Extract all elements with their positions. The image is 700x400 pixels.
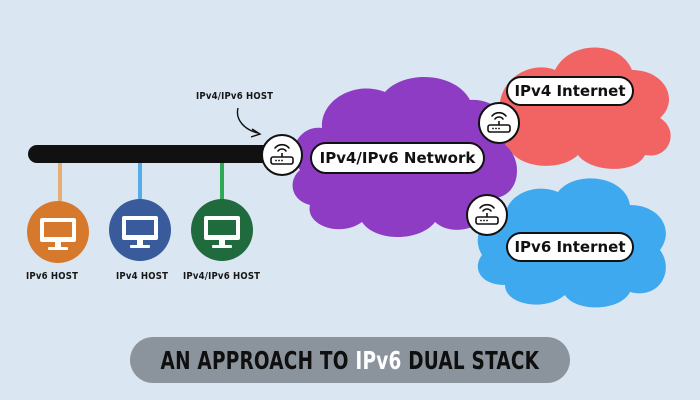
ipv4-internet-label: IPv4 Internet: [506, 76, 634, 106]
ipv6-host-monitor-icon: [40, 218, 76, 250]
dual-host-node: [191, 199, 253, 261]
title-part-3: DUAL STACK: [401, 345, 540, 375]
ipv6-host-label: IPv6 HOST: [26, 271, 79, 282]
dual-host-label: IPv4/IPv6 HOST: [183, 271, 261, 282]
ipv4-host-label: IPv4 HOST: [116, 271, 169, 282]
dual-host-monitor-icon: [204, 216, 240, 248]
page-title: AN APPROACH TO IPv6 DUAL STACK: [161, 346, 540, 375]
title-part-1: AN APPROACH TO: [160, 345, 356, 375]
main-router-node: [261, 134, 303, 176]
title-banner: AN APPROACH TO IPv6 DUAL STACK: [130, 337, 570, 383]
backbone-bus: [28, 145, 290, 163]
ipv4-router-node: [478, 102, 520, 144]
ipv6-internet-label: IPv6 Internet: [506, 232, 634, 262]
ipv4-host-monitor-icon: [122, 216, 158, 248]
callout-arrowhead: [250, 128, 262, 138]
callout-arrow: [236, 107, 259, 134]
ipv6-host-node: [27, 201, 89, 263]
title-part-2: IPv6: [355, 345, 402, 375]
callout-host-label: IPv4/IPv6 HOST: [196, 91, 274, 102]
ipv6-router-node: [466, 194, 508, 236]
network-cloud-label: IPv4/IPv6 Network: [310, 142, 485, 174]
ipv4-host-node: [109, 199, 171, 261]
